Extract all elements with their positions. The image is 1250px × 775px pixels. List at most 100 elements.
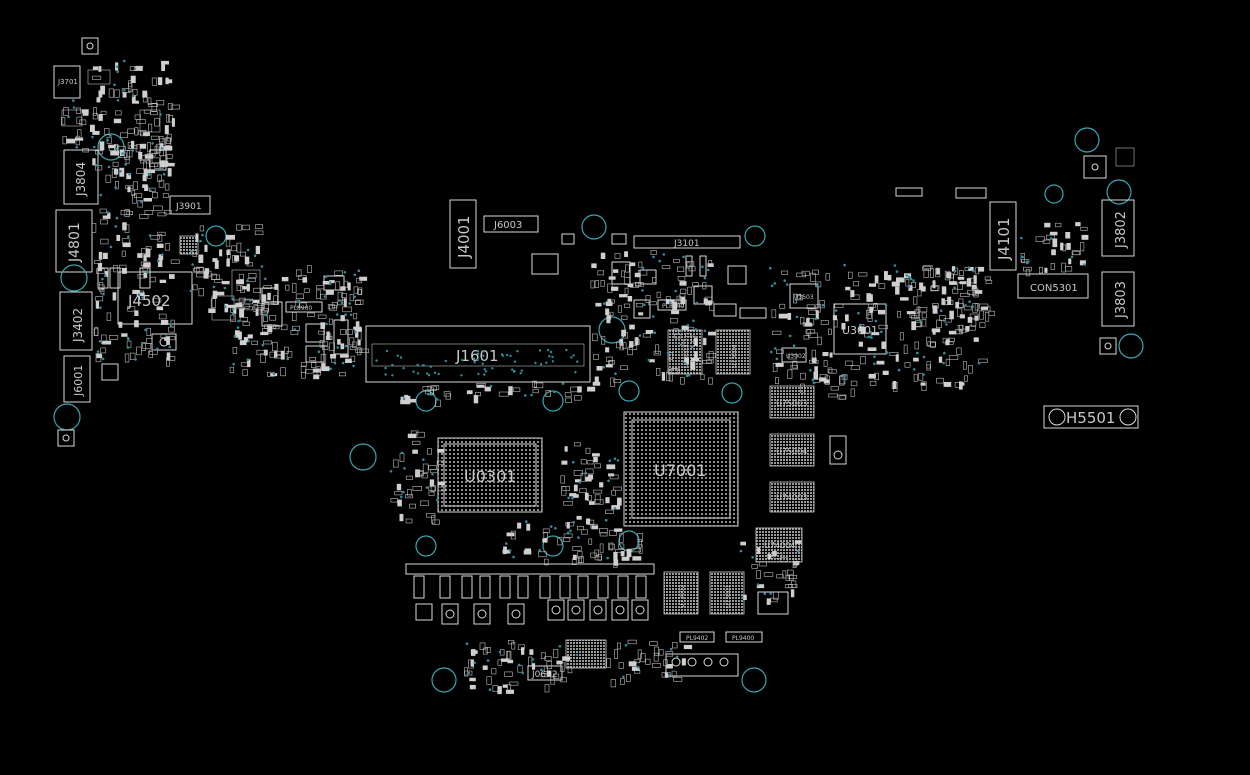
- smd-part: [326, 331, 330, 340]
- via: [683, 361, 687, 365]
- u0301-chip[interactable]: [437, 437, 543, 513]
- u3002-chip[interactable]: [781, 347, 807, 363]
- pl8900-outline[interactable]: [285, 301, 323, 313]
- smd-part: [497, 659, 502, 666]
- via: [147, 173, 151, 176]
- via: [427, 374, 431, 377]
- via: [584, 471, 587, 475]
- smd-part: [1044, 222, 1051, 228]
- via: [96, 350, 100, 353]
- h5501-outline[interactable]: [1043, 405, 1139, 429]
- smd-part: [700, 374, 705, 380]
- smd-part: [166, 357, 170, 367]
- via: [534, 361, 537, 365]
- smd-part: [914, 341, 919, 350]
- via: [329, 367, 333, 371]
- j3101-outline[interactable]: [633, 235, 741, 249]
- via: [473, 357, 476, 360]
- smd-part: [919, 282, 924, 290]
- j4502-outline[interactable]: [117, 271, 193, 325]
- smd-part: [142, 90, 148, 98]
- via: [253, 254, 257, 257]
- j4101-outline[interactable]: [989, 201, 1017, 271]
- j3901-outline[interactable]: [169, 195, 211, 215]
- smd-part: [339, 329, 346, 335]
- j3804-outline[interactable]: [63, 149, 99, 205]
- u73002-chip[interactable]: [663, 571, 699, 615]
- via: [843, 377, 846, 381]
- j3802-outline[interactable]: [1101, 199, 1135, 257]
- via: [486, 659, 490, 662]
- smd-part: [134, 310, 139, 316]
- u74003-chip[interactable]: [769, 481, 815, 513]
- j3803-outline[interactable]: [1101, 271, 1135, 327]
- j4001-outline[interactable]: [449, 199, 477, 269]
- smd-part: [94, 259, 101, 264]
- j6001-outline[interactable]: [63, 355, 91, 403]
- smd-part: [766, 598, 771, 605]
- smd-part: [978, 266, 985, 272]
- via: [516, 350, 519, 353]
- smd-part: [684, 357, 689, 364]
- smd-part: [236, 285, 243, 291]
- j3803-label: J3803: [1114, 281, 1129, 319]
- smd-part: [910, 282, 916, 288]
- smd-part: [92, 75, 102, 80]
- smd-part: [796, 272, 806, 278]
- via: [953, 269, 957, 273]
- j6003-outline[interactable]: [483, 215, 539, 233]
- smd-part: [793, 293, 798, 304]
- smd-part: [143, 168, 148, 177]
- smd-part: [1042, 239, 1051, 244]
- via: [160, 253, 164, 256]
- u75003-chip[interactable]: [769, 385, 815, 419]
- via: [265, 313, 268, 317]
- j3402-outline[interactable]: [59, 291, 93, 351]
- smd-part: [141, 342, 146, 352]
- u74004-chip[interactable]: [755, 527, 803, 563]
- mounting-hole: [53, 403, 81, 431]
- smd-part: [143, 109, 151, 114]
- smd-part: [683, 338, 688, 347]
- j1601-outline[interactable]: [365, 325, 591, 383]
- smd-part: [674, 333, 682, 339]
- j3101-label: J3101: [673, 239, 700, 249]
- smd-part: [358, 287, 363, 295]
- via: [572, 354, 575, 357]
- bottom-cluster: PL9402 PL9400 J0602: [405, 563, 789, 693]
- smd-part: [312, 368, 320, 372]
- u7001-chip[interactable]: [623, 411, 739, 527]
- j4801-outline[interactable]: [55, 209, 93, 273]
- via: [336, 346, 340, 349]
- smd-part: [319, 339, 325, 348]
- via: [151, 142, 154, 145]
- via: [695, 301, 699, 305]
- j3701-outline[interactable]: [53, 65, 81, 99]
- pl9402-outline[interactable]: [679, 631, 715, 643]
- pl9400-outline[interactable]: [725, 631, 763, 643]
- smd-part: [428, 491, 435, 496]
- smd-part: [616, 342, 622, 349]
- smd-part: [592, 453, 600, 457]
- smd-part: [416, 471, 424, 476]
- smd-part: [108, 144, 116, 149]
- u75004-chip[interactable]: [769, 433, 815, 467]
- via: [264, 277, 267, 281]
- smd-part: [152, 192, 158, 199]
- smd-part: [585, 447, 591, 454]
- via: [354, 330, 357, 334]
- via: [643, 303, 646, 307]
- smd-part: [412, 440, 421, 445]
- smd-part: [686, 262, 691, 269]
- con5301-outline[interactable]: [1017, 273, 1089, 299]
- smd-part: [613, 269, 619, 273]
- smd-part: [900, 297, 909, 301]
- via: [816, 284, 819, 287]
- via: [106, 138, 109, 142]
- smd-part: [397, 499, 402, 507]
- u73004-chip[interactable]: [715, 329, 751, 375]
- smd-part: [269, 315, 277, 321]
- via: [521, 671, 524, 675]
- u3503-chip[interactable]: [789, 283, 819, 309]
- u73001-chip[interactable]: [709, 571, 745, 615]
